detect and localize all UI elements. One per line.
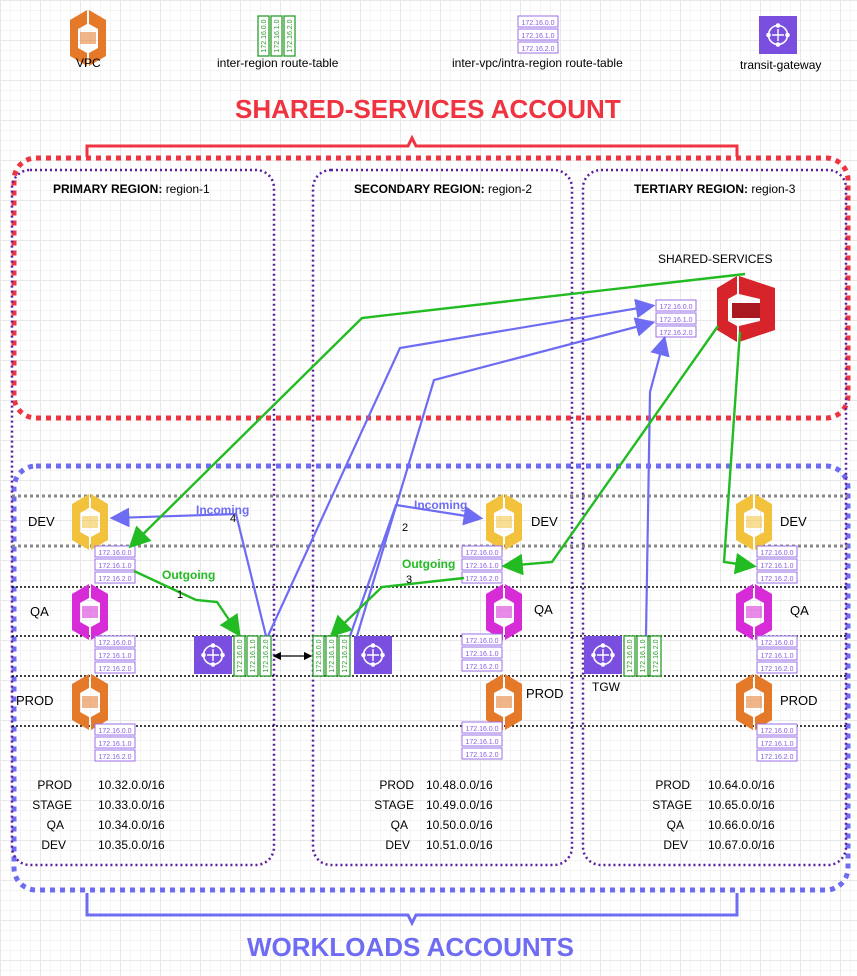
- shared-to-region-3-dev-path: [722, 331, 757, 575]
- region-2-cidr-env: QA: [390, 818, 408, 832]
- region-3-cidr-value: 10.66.0.0/16: [708, 818, 775, 832]
- region-2-outgoing-path: [329, 576, 465, 638]
- region-2-inter-region-route-table: [312, 635, 351, 677]
- region-2-tgw-icon[interactable]: [353, 635, 393, 675]
- region-1-incoming-label: Incoming: [196, 503, 250, 517]
- region-2-to-shared-path: [355, 317, 656, 637]
- region-2-prod-route-table: [461, 721, 503, 760]
- region-1-heading: PRIMARY REGION: region-1: [53, 182, 210, 196]
- workloads-account-title: WORKLOADS ACCOUNTS: [247, 932, 574, 962]
- region-1-dev-vpc-icon[interactable]: [72, 494, 108, 550]
- region-2-heading: SECONDARY REGION: region-2: [354, 182, 533, 196]
- region-2-cidr-value: 10.50.0.0/16: [426, 818, 493, 832]
- workloads-account-boundary: [11, 463, 851, 893]
- region-1-qa-route-table: [94, 635, 136, 674]
- shared-services-route-table: [655, 299, 697, 338]
- region-3-dev-route-table: [756, 545, 798, 584]
- region-1-cidr-value: 10.33.0.0/16: [98, 798, 165, 812]
- region-1-cidr-env: QA: [46, 818, 64, 832]
- region-3-cidr-env: DEV: [663, 838, 688, 852]
- region-1-cidr-value: 10.34.0.0/16: [98, 818, 165, 832]
- region-2-incoming-label: Incoming: [414, 498, 468, 512]
- region-2-qa-route-table: [461, 633, 503, 672]
- region-2-dev-vpc-icon[interactable]: [486, 494, 522, 550]
- region-2-dev-label: DEV: [531, 514, 558, 529]
- region-3-heading: TERTIARY REGION: region-3: [634, 182, 796, 196]
- region-3-tgw-icon[interactable]: [583, 635, 623, 675]
- region-2-cidr-env: STAGE: [374, 798, 414, 812]
- region-3-prod-route-table: [756, 723, 798, 762]
- shared-account-boundary: [11, 155, 851, 421]
- region-1-cidr-env: PROD: [37, 778, 72, 792]
- region-1-prod-vpc-icon[interactable]: [72, 674, 108, 730]
- region-3-to-shared-path: [644, 335, 670, 637]
- region-2-qa-vpc-icon[interactable]: [486, 584, 522, 640]
- region-3-cidr-env: PROD: [655, 778, 690, 792]
- shared-account-brace: [85, 134, 739, 157]
- region-2-prod-label: PROD: [526, 686, 564, 701]
- workloads-account-brace: [85, 893, 739, 927]
- region-1-prod-route-table: [94, 723, 136, 762]
- region-2-cidr-env: PROD: [379, 778, 414, 792]
- region-3-prod-label: PROD: [780, 693, 818, 708]
- region-1-incoming-path: [109, 507, 268, 637]
- region-3-prod-vpc-icon[interactable]: [736, 674, 772, 730]
- legend-tgw-label: transit-gateway: [740, 58, 822, 72]
- region-1-tgw-icon[interactable]: [193, 635, 233, 675]
- region-3-tgw-label: TGW: [592, 680, 620, 694]
- region-1-inter-region-route-table: [233, 635, 272, 677]
- region-3-cidr-env: STAGE: [652, 798, 692, 812]
- region-2-cidr-value: 10.49.0.0/16: [426, 798, 493, 812]
- shared-to-region-1-dev-path: [128, 272, 746, 549]
- region-2-cidr-env: DEV: [385, 838, 410, 852]
- region-3-qa-route-table: [756, 635, 798, 674]
- legend-vpc-label: VPC: [76, 56, 101, 70]
- region-3-cidr-env: QA: [666, 818, 684, 832]
- region-2-cidr-value: 10.48.0.0/16: [426, 778, 493, 792]
- shared-services-label: SHARED-SERVICES: [658, 252, 773, 266]
- region-3-inter-region-route-table: [623, 635, 662, 677]
- region-1-outgoing-label: Outgoing: [162, 568, 216, 582]
- region-1-outgoing-path: [133, 569, 241, 637]
- region-1-dev-route-table: [94, 545, 136, 584]
- region-3-cidr-value: 10.64.0.0/16: [708, 778, 775, 792]
- region-2-outgoing-label: Outgoing: [402, 557, 456, 571]
- shared-account-title: SHARED-SERVICES ACCOUNT: [235, 94, 621, 124]
- region-1-qa-vpc-icon[interactable]: [72, 584, 108, 640]
- region-1-to-shared-return-path: [267, 298, 656, 637]
- region-3-dev-label: DEV: [780, 514, 807, 529]
- region-1-cidr-value: 10.32.0.0/16: [98, 778, 165, 792]
- legend-intra-region-route-table-icon: [517, 15, 559, 54]
- step-1-label: 1: [177, 589, 184, 601]
- region-1-qa-label: QA: [30, 604, 49, 619]
- region-3-cidr-value: 10.67.0.0/16: [708, 838, 775, 852]
- region-2-boundary: [311, 168, 574, 867]
- step-3-label: 3: [406, 574, 413, 586]
- region-2-qa-label: QA: [534, 602, 553, 617]
- region-1-dev-label: DEV: [28, 514, 55, 529]
- region-1-cidr-value: 10.35.0.0/16: [98, 838, 165, 852]
- legend-intra-region-label: inter-vpc/intra-region route-table: [452, 56, 623, 70]
- legend-inter-region-route-table-icon: [257, 15, 296, 57]
- step-4-label: 4: [230, 513, 237, 525]
- region-2-dev-route-table: [461, 545, 503, 584]
- region-1-prod-label: PROD: [16, 693, 54, 708]
- step-2-label: 2: [402, 522, 409, 534]
- region-3-dev-vpc-icon[interactable]: [736, 494, 772, 550]
- region-3-qa-label: QA: [790, 603, 809, 618]
- region-3-cidr-value: 10.65.0.0/16: [708, 798, 775, 812]
- region-1-cidr-env: DEV: [41, 838, 66, 852]
- region-2-cidr-value: 10.51.0.0/16: [426, 838, 493, 852]
- legend-transit-gateway-icon: [758, 15, 798, 55]
- region-1-cidr-env: STAGE: [32, 798, 72, 812]
- region-3-qa-vpc-icon[interactable]: [736, 584, 772, 640]
- legend-inter-region-label: inter-region route-table: [217, 56, 339, 70]
- shared-to-region-2-dev-path: [501, 325, 719, 576]
- shared-services-vpc-icon[interactable]: [717, 276, 775, 342]
